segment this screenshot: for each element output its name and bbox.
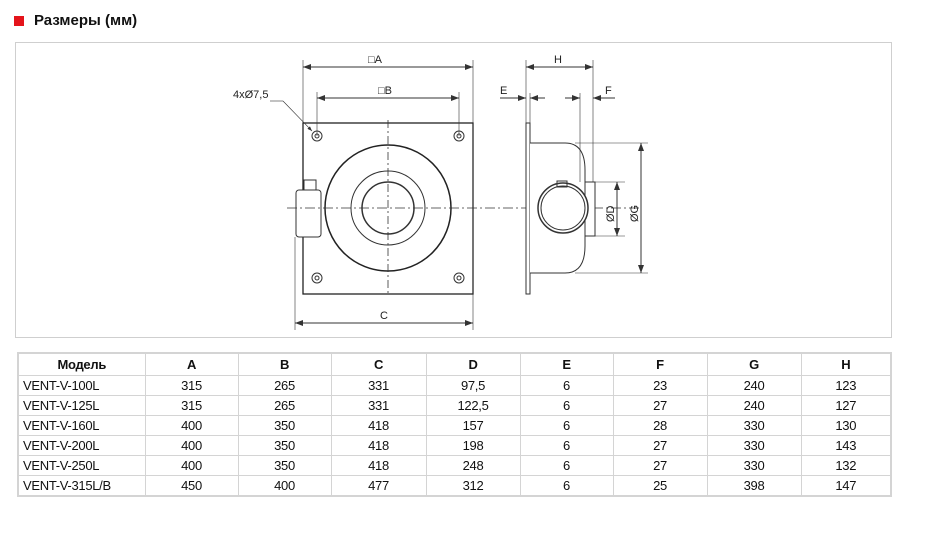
- label-a: □A: [368, 54, 383, 66]
- label-b: □B: [378, 85, 392, 97]
- model-cell: VENT-V-200L: [17, 435, 146, 456]
- value-cell: 315: [144, 395, 239, 416]
- value-cell: 265: [237, 375, 332, 396]
- red-square-icon: [14, 15, 24, 26]
- value-cell: 330: [706, 435, 802, 456]
- value-cell: 130: [800, 415, 892, 436]
- section-title: Размеры (мм): [14, 12, 137, 29]
- value-cell: 6: [519, 375, 614, 396]
- value-cell: 265: [237, 395, 332, 416]
- label-c: C: [380, 310, 388, 322]
- value-cell: 240: [706, 395, 802, 416]
- value-cell: 350: [237, 455, 332, 476]
- value-cell: 350: [237, 435, 332, 456]
- value-cell: 400: [237, 475, 332, 497]
- diagram-panel: [15, 42, 892, 338]
- value-cell: 450: [144, 475, 239, 497]
- value-cell: 23: [612, 375, 708, 396]
- value-cell: 157: [425, 415, 521, 436]
- value-cell: 147: [800, 475, 892, 497]
- value-cell: 240: [706, 375, 802, 396]
- label-h: H: [554, 54, 562, 66]
- column-header: B: [237, 352, 332, 376]
- model-cell: VENT-V-250L: [17, 455, 146, 476]
- value-cell: 27: [612, 455, 708, 476]
- junction-box: [295, 189, 322, 238]
- column-header: H: [800, 352, 892, 376]
- dimension-diagram: □A □B C 4xØ7,5 H E F ØD ØG: [233, 54, 648, 330]
- label-f: F: [605, 85, 612, 97]
- value-cell: 6: [519, 435, 614, 456]
- column-header: C: [330, 352, 427, 376]
- model-cell: VENT-V-160L: [17, 415, 146, 436]
- label-holes: 4xØ7,5: [233, 89, 268, 101]
- value-cell: 132: [800, 455, 892, 476]
- value-cell: 418: [330, 435, 427, 456]
- label-d: ØD: [605, 205, 617, 222]
- value-cell: 123: [800, 375, 892, 396]
- value-cell: 350: [237, 415, 332, 436]
- column-header: Модель: [17, 352, 146, 376]
- value-cell: 312: [425, 475, 521, 497]
- value-cell: 6: [519, 395, 614, 416]
- column-header: G: [706, 352, 802, 376]
- value-cell: 331: [330, 395, 427, 416]
- value-cell: 418: [330, 415, 427, 436]
- label-e: E: [500, 85, 507, 97]
- label-g: ØG: [629, 205, 641, 222]
- value-cell: 6: [519, 475, 614, 497]
- column-header: E: [519, 352, 614, 376]
- column-header: F: [612, 352, 708, 376]
- value-cell: 143: [800, 435, 892, 456]
- value-cell: 477: [330, 475, 427, 497]
- value-cell: 400: [144, 415, 239, 436]
- value-cell: 6: [519, 415, 614, 436]
- value-cell: 418: [330, 455, 427, 476]
- side-view: [500, 60, 648, 295]
- column-header: A: [144, 352, 239, 376]
- value-cell: 198: [425, 435, 521, 456]
- value-cell: 25: [612, 475, 708, 497]
- column-header: D: [425, 352, 521, 376]
- value-cell: 330: [706, 415, 802, 436]
- value-cell: 97,5: [425, 375, 521, 396]
- value-cell: 248: [425, 455, 521, 476]
- value-cell: 400: [144, 455, 239, 476]
- value-cell: 330: [706, 455, 802, 476]
- value-cell: 27: [612, 435, 708, 456]
- model-cell: VENT-V-100L: [17, 375, 146, 396]
- value-cell: 28: [612, 415, 708, 436]
- model-cell: VENT-V-125L: [17, 395, 146, 416]
- value-cell: 27: [612, 395, 708, 416]
- front-view: [270, 60, 640, 330]
- value-cell: 315: [144, 375, 239, 396]
- value-cell: 331: [330, 375, 427, 396]
- value-cell: 6: [519, 455, 614, 476]
- value-cell: 127: [800, 395, 892, 416]
- value-cell: 400: [144, 435, 239, 456]
- model-cell: VENT-V-315L/B: [17, 475, 146, 497]
- value-cell: 122,5: [425, 395, 521, 416]
- value-cell: 398: [706, 475, 802, 497]
